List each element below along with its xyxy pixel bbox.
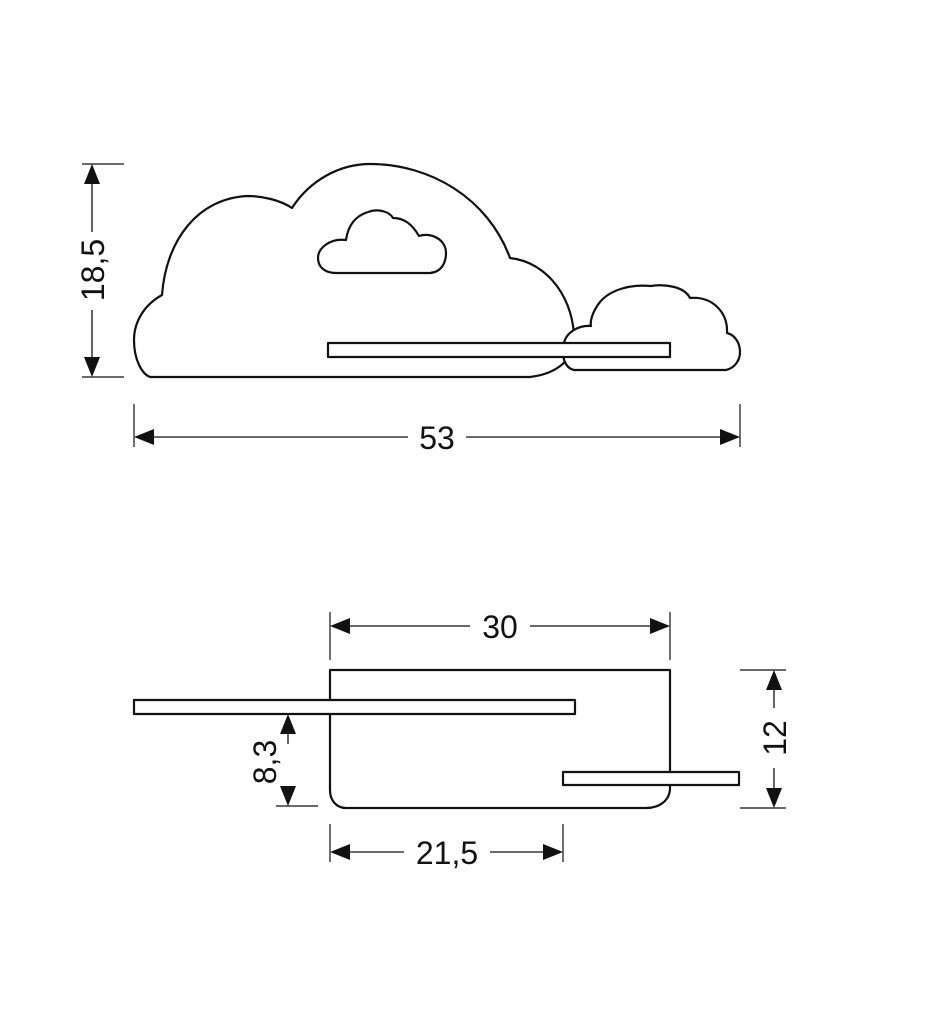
arrow-up-icon (84, 164, 100, 184)
shelf-offset-label: 8,3 (247, 740, 283, 784)
inner-cloud-cutout (316, 209, 448, 275)
arrow-right-icon (543, 844, 563, 860)
arrow-left-icon (330, 618, 350, 634)
arrow-down-icon (84, 357, 100, 377)
arrow-right-icon (650, 618, 670, 634)
front-height-label: 18,5 (75, 239, 111, 301)
top-shelf-lower (561, 770, 741, 787)
arrow-left-icon (330, 844, 350, 860)
top-shelf-upper (132, 698, 577, 716)
arrow-left-icon (134, 429, 154, 445)
base-width-label: 21,5 (416, 835, 478, 871)
front-shelf-bar (326, 341, 672, 359)
arrow-down-icon (766, 788, 782, 808)
top-body-outline (328, 668, 672, 810)
large-cloud-outline (132, 162, 576, 379)
arrow-down-icon (280, 786, 296, 806)
arrow-up-icon (280, 714, 296, 734)
front-width-label: 53 (419, 420, 455, 456)
top-depth-label: 12 (757, 720, 793, 756)
top-width-label: 30 (482, 609, 518, 645)
top-view: 30 12 8,3 21,5 (132, 609, 793, 871)
arrow-up-icon (766, 670, 782, 690)
arrow-right-icon (720, 429, 740, 445)
front-view: 18,5 53 (75, 162, 742, 456)
